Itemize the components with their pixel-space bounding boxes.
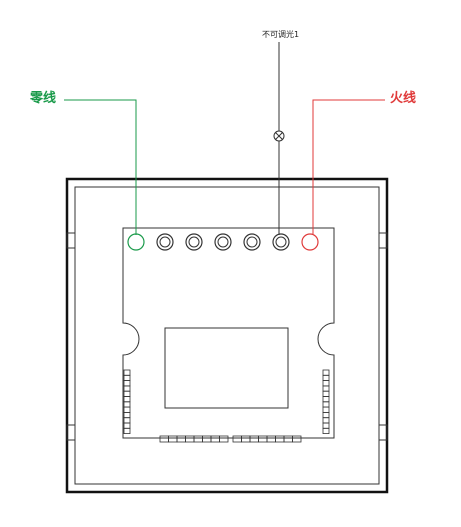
terminal-unused bbox=[185, 233, 203, 251]
bottom-pin bbox=[159, 435, 169, 443]
left-pin bbox=[123, 417, 131, 424]
left-pin bbox=[123, 390, 131, 397]
bottom-pin bbox=[241, 435, 251, 443]
terminal-neutral bbox=[127, 233, 145, 251]
bottom-pin bbox=[292, 435, 302, 443]
right-pin bbox=[322, 390, 330, 397]
live-label: 火线 bbox=[390, 91, 417, 106]
terminal-unused bbox=[243, 233, 261, 251]
side-clips bbox=[66, 232, 388, 441]
live-wire bbox=[312, 99, 385, 235]
bottom-pin bbox=[210, 435, 220, 443]
panel-outer-frame bbox=[65, 177, 389, 494]
left-pin bbox=[123, 380, 131, 387]
right-pin bbox=[322, 411, 330, 419]
terminal-unused bbox=[156, 233, 174, 251]
right-pin bbox=[322, 401, 330, 408]
right-pin bbox=[322, 369, 330, 376]
terminal-load bbox=[272, 233, 290, 251]
right-pin bbox=[322, 427, 330, 434]
lamp-icon bbox=[273, 130, 285, 142]
bottom-pin bbox=[193, 435, 203, 443]
terminal-unused bbox=[214, 233, 232, 251]
left-pin bbox=[123, 406, 131, 413]
bottom-pin bbox=[202, 435, 212, 443]
bottom-pin bbox=[168, 435, 178, 443]
right-pin bbox=[322, 417, 330, 424]
bottom-pin bbox=[275, 435, 285, 443]
panel-inner-frame bbox=[74, 186, 380, 485]
left-pin bbox=[123, 385, 131, 392]
bottom-pin bbox=[219, 435, 229, 443]
module-body bbox=[122, 227, 335, 439]
right-pin bbox=[322, 396, 330, 403]
left-pin bbox=[123, 427, 131, 434]
pin-headers bbox=[123, 369, 330, 443]
module-display bbox=[164, 327, 289, 409]
bottom-pin bbox=[185, 435, 195, 443]
bottom-pin bbox=[176, 435, 186, 443]
right-pin bbox=[322, 406, 330, 413]
left-pin bbox=[123, 422, 131, 429]
terminal-live bbox=[301, 233, 319, 251]
left-pin bbox=[123, 411, 131, 419]
terminal-block bbox=[127, 233, 319, 251]
neutral-label: 零线 bbox=[30, 91, 57, 106]
bottom-pin bbox=[266, 435, 276, 443]
bottom-pin bbox=[249, 435, 259, 443]
bottom-pin bbox=[232, 435, 242, 443]
bottom-pin bbox=[258, 435, 268, 443]
lamp-label: 不可调光1 bbox=[262, 30, 300, 39]
neutral-wire bbox=[64, 99, 137, 235]
left-pin bbox=[123, 369, 131, 376]
right-pin bbox=[322, 385, 330, 392]
left-pin bbox=[123, 396, 131, 403]
bottom-pin bbox=[283, 435, 293, 443]
left-pin bbox=[123, 374, 131, 381]
right-pin bbox=[322, 380, 330, 387]
right-pin bbox=[322, 422, 330, 429]
left-pin bbox=[123, 401, 131, 408]
right-pin bbox=[322, 374, 330, 381]
